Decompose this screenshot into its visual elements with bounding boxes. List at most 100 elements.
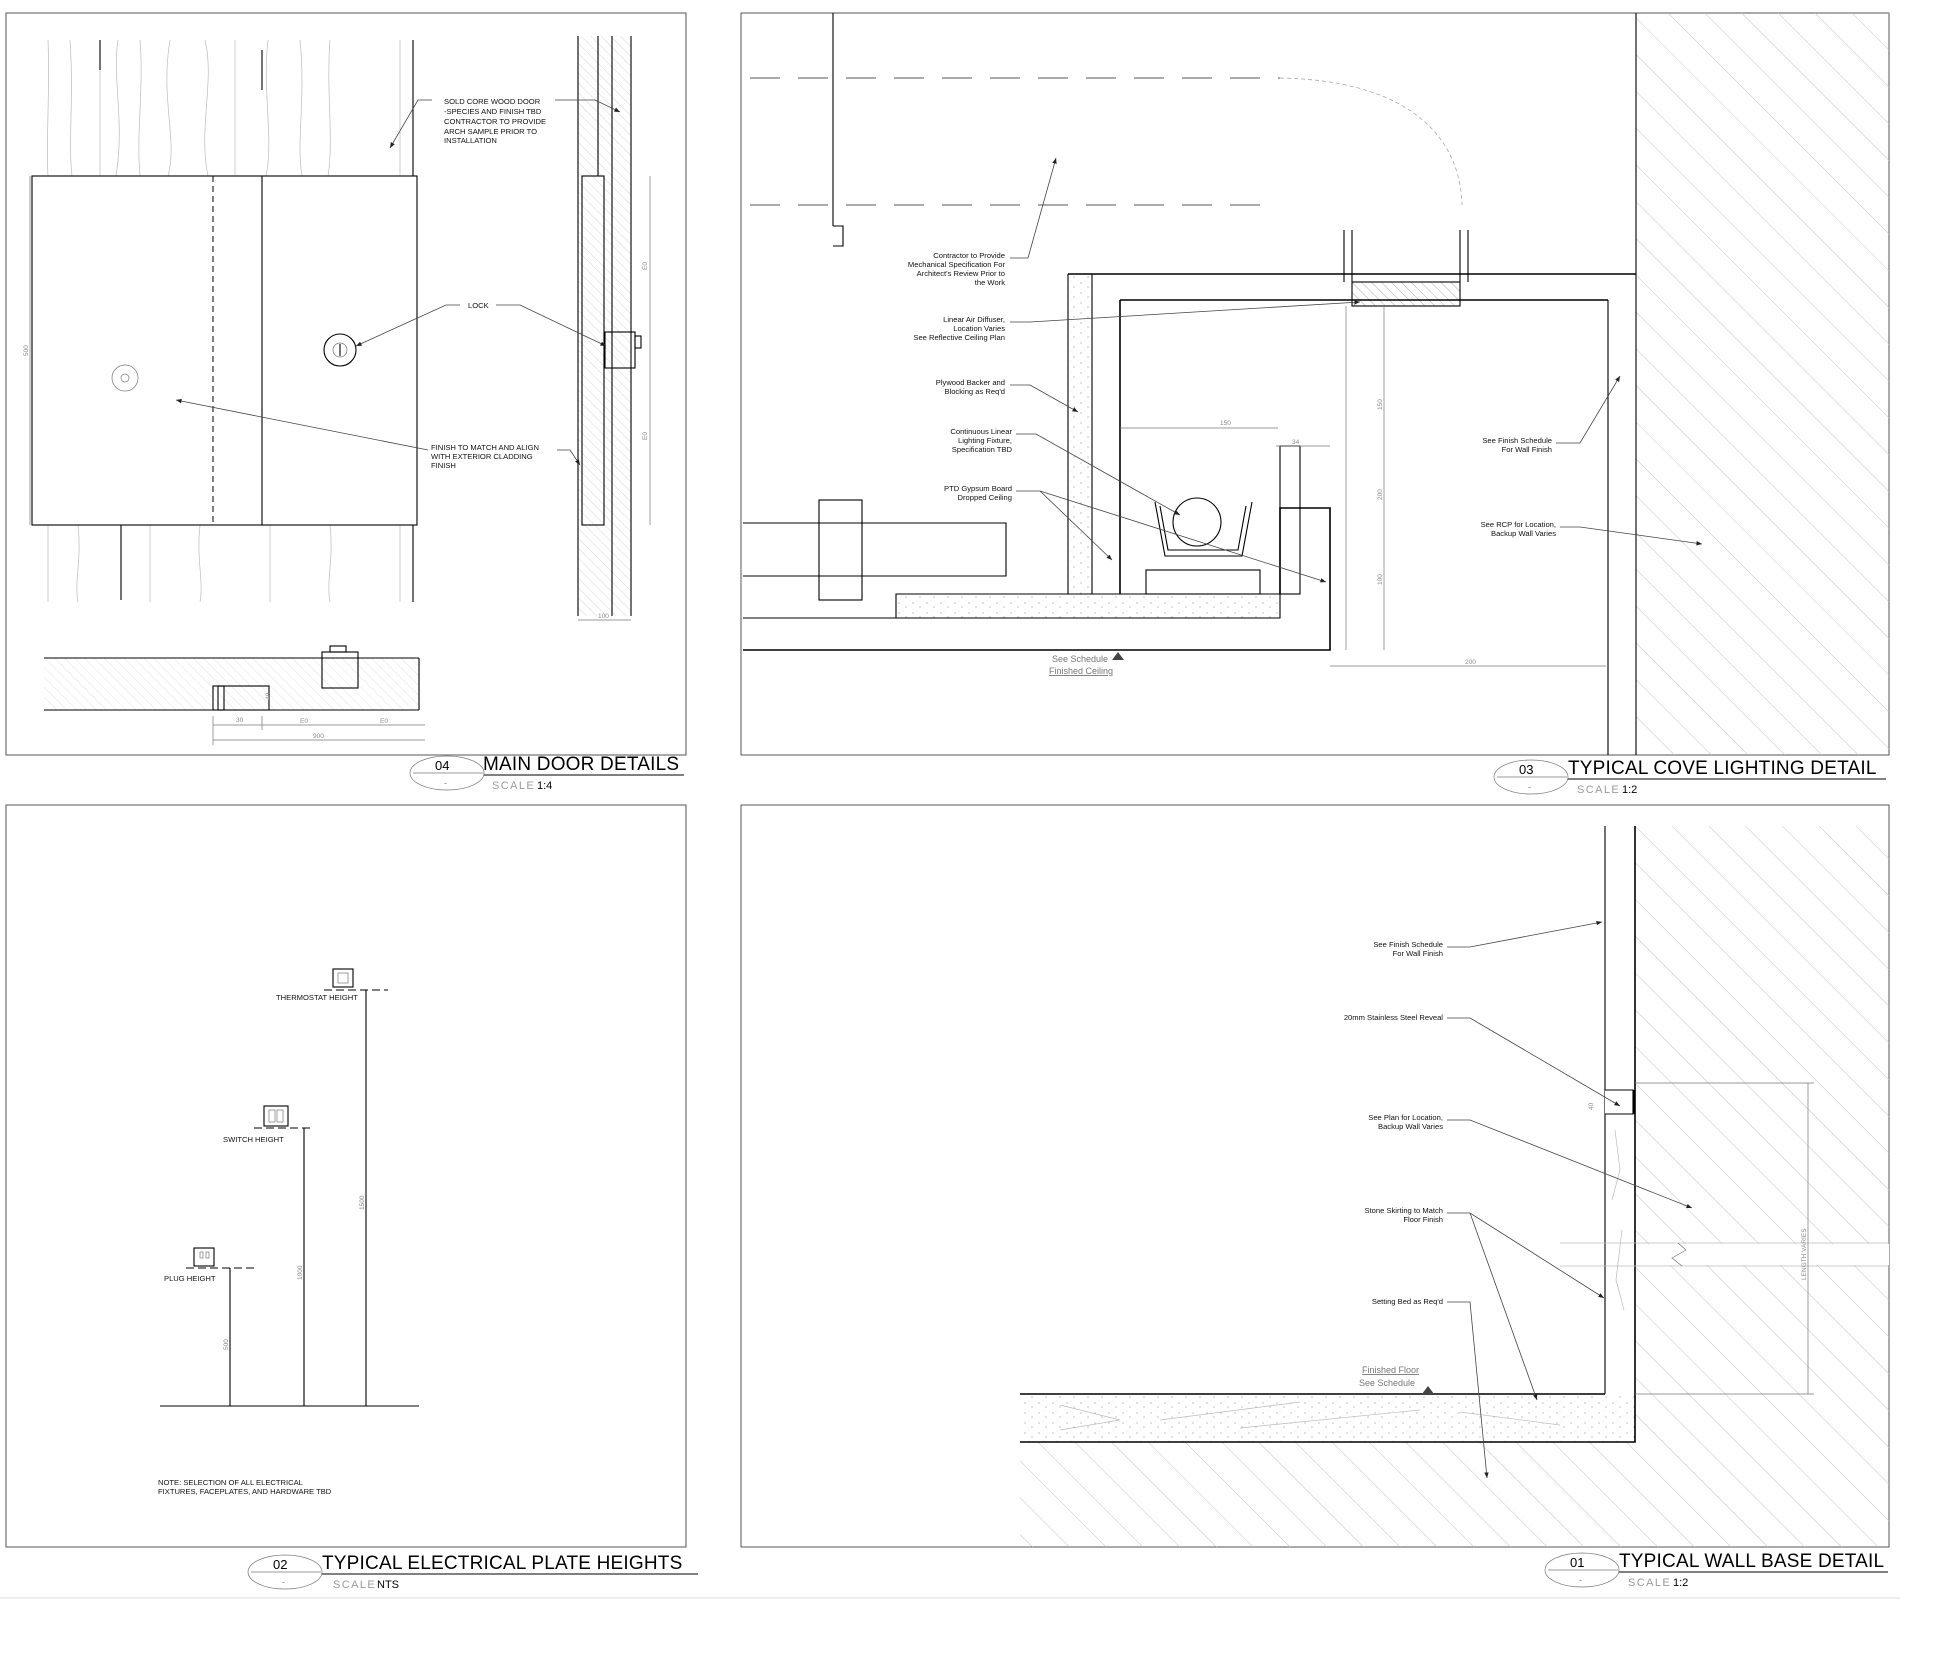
svg-text:E0: E0 xyxy=(380,718,388,725)
svg-text:Backup Wall Varies: Backup Wall Varies xyxy=(1378,1122,1443,1131)
svg-text:40: 40 xyxy=(265,692,272,700)
svg-text:04: 04 xyxy=(435,758,449,773)
svg-text:NTS: NTS xyxy=(377,1579,399,1591)
svg-text:Finished Ceiling: Finished Ceiling xyxy=(1049,666,1113,676)
door-section: E0 E0 100 xyxy=(577,36,651,621)
svg-text:NOTE: SELECTION OF ALL ELECTRI: NOTE: SELECTION OF ALL ELECTRICAL xyxy=(158,1478,303,1487)
svg-text:Mechanical Specification For: Mechanical Specification For xyxy=(908,260,1006,269)
svg-text:-: - xyxy=(444,778,447,788)
note-electrical-selection: NOTE: SELECTION OF ALL ELECTRICAL FIXTUR… xyxy=(158,1478,332,1496)
svg-text:SCALE: SCALE xyxy=(1628,1577,1671,1589)
note-plan-location: See Plan for Location, Backup Wall Varie… xyxy=(1368,1113,1443,1131)
svg-text:Plywood Backer and: Plywood Backer and xyxy=(936,378,1005,387)
note-solid-core-door: SOLD CORE WOOD DOOR -SPECIES AND FINISH … xyxy=(444,97,546,145)
door-elevation xyxy=(31,175,418,526)
detail-03-cove-lighting: 150 34 150 200 100 200 Contractor to Pro… xyxy=(740,12,1890,796)
note-gypsum-board: PTD Gypsum Board Dropped Ceiling xyxy=(944,484,1012,502)
detail-title-02: TYPICAL ELECTRICAL PLATE HEIGHTS xyxy=(322,1553,682,1574)
svg-text:Blocking as Req'd: Blocking as Req'd xyxy=(944,387,1005,396)
svg-text:Floor Finish: Floor Finish xyxy=(1403,1215,1443,1224)
svg-text:1500: 1500 xyxy=(359,1195,366,1210)
title-block-03: 03 - TYPICAL COVE LIGHTING DETAIL SCALE … xyxy=(1493,758,1886,796)
svg-text:02: 02 xyxy=(273,1557,287,1572)
note-wall-finish-01: See Finish Schedule For Wall Finish xyxy=(1373,940,1443,958)
note-finished-ceiling: See Schedule Finished Ceiling xyxy=(1049,654,1113,676)
svg-text:SCALE: SCALE xyxy=(333,1579,376,1591)
detail-title-03: TYPICAL COVE LIGHTING DETAIL xyxy=(1568,758,1877,779)
note-lock: LOCK xyxy=(468,301,489,310)
note-plywood-backer: Plywood Backer and Blocking as Req'd xyxy=(936,378,1005,396)
detail-02-frame xyxy=(5,804,687,1548)
svg-text:See Plan for Location,: See Plan for Location, xyxy=(1368,1113,1443,1122)
note-finish-match: FINISH TO MATCH AND ALIGN WITH EXTERIOR … xyxy=(431,443,539,470)
svg-text:Finished Floor: Finished Floor xyxy=(1362,1365,1419,1375)
svg-text:E0: E0 xyxy=(300,718,308,725)
svg-text:1:2: 1:2 xyxy=(1673,1577,1688,1589)
svg-text:150: 150 xyxy=(1377,399,1384,410)
svg-text:1:2: 1:2 xyxy=(1622,784,1637,796)
svg-text:Location Varies: Location Varies xyxy=(953,324,1005,333)
detail-04-frame xyxy=(5,12,687,756)
detail-title-04: MAIN DOOR DETAILS xyxy=(483,754,679,775)
svg-text:WITH EXTERIOR CLADDING: WITH EXTERIOR CLADDING xyxy=(431,452,533,461)
svg-text:Specification TBD: Specification TBD xyxy=(952,445,1013,454)
svg-text:1:4: 1:4 xyxy=(537,780,552,792)
detail-04-main-door: 500 E0 E0 100 xyxy=(5,12,687,792)
label-plug: PLUG HEIGHT xyxy=(164,1274,216,1283)
svg-text:34: 34 xyxy=(1292,439,1300,446)
note-linear-air-diffuser: Linear Air Diffuser, Location Varies See… xyxy=(913,315,1005,342)
title-block-01: 01 - TYPICAL WALL BASE DETAIL SCALE 1:2 xyxy=(1544,1551,1888,1589)
svg-text:E0: E0 xyxy=(642,262,649,270)
title-block-02: 02 - TYPICAL ELECTRICAL PLATE HEIGHTS SC… xyxy=(247,1553,698,1591)
svg-text:200: 200 xyxy=(1465,659,1476,666)
svg-text:Contractor to Provide: Contractor to Provide xyxy=(933,251,1005,260)
note-rcp-location: See RCP for Location, Backup Wall Varies xyxy=(1481,520,1557,538)
note-contractor-mechanical: Contractor to Provide Mechanical Specifi… xyxy=(908,251,1006,287)
svg-text:INSTALLATION: INSTALLATION xyxy=(444,136,497,145)
svg-text:900: 900 xyxy=(313,733,324,740)
svg-text:30: 30 xyxy=(236,717,244,724)
light-switch-icon xyxy=(263,1105,289,1127)
svg-text:FINISH TO MATCH AND ALIGN: FINISH TO MATCH AND ALIGN xyxy=(431,443,539,452)
svg-text:CONTRACTOR TO PROVIDE: CONTRACTOR TO PROVIDE xyxy=(444,117,546,126)
svg-text:Backup Wall Varies: Backup Wall Varies xyxy=(1491,529,1556,538)
svg-text:01: 01 xyxy=(1570,1555,1584,1570)
svg-text:100: 100 xyxy=(598,613,609,620)
svg-text:the Work: the Work xyxy=(975,278,1005,287)
lock-icon xyxy=(323,333,357,367)
svg-text:Dropped Ceiling: Dropped Ceiling xyxy=(958,493,1012,502)
svg-text:E0: E0 xyxy=(642,432,649,440)
title-block-04: 04 - MAIN DOOR DETAILS SCALE 1:4 xyxy=(409,754,684,792)
label-thermostat: THERMOSTAT HEIGHT xyxy=(276,993,358,1002)
svg-text:For Wall Finish: For Wall Finish xyxy=(1502,445,1552,454)
power-outlet-icon xyxy=(193,1247,215,1267)
svg-text:03: 03 xyxy=(1519,762,1533,777)
svg-text:100: 100 xyxy=(1377,574,1384,585)
svg-text:ARCH SAMPLE PRIOR TO: ARCH SAMPLE PRIOR TO xyxy=(444,127,537,136)
note-stainless-reveal: 20mm Stainless Steel Reveal xyxy=(1344,1013,1443,1022)
svg-text:Lighting Fixture,: Lighting Fixture, xyxy=(958,436,1012,445)
svg-text:LENGTH VARIES: LENGTH VARIES xyxy=(1801,1228,1808,1280)
svg-text:-SPECIES AND FINISH TBD: -SPECIES AND FINISH TBD xyxy=(444,107,542,116)
svg-text:See Schedule: See Schedule xyxy=(1359,1378,1415,1388)
svg-text:40: 40 xyxy=(1588,1102,1595,1110)
note-linear-lighting: Continuous Linear Lighting Fixture, Spec… xyxy=(950,427,1012,454)
svg-text:SCALE: SCALE xyxy=(1577,784,1620,796)
svg-text:-: - xyxy=(1579,1575,1582,1585)
detail-title-01: TYPICAL WALL BASE DETAIL xyxy=(1619,1551,1884,1572)
note-wall-finish-03: See Finish Schedule For Wall Finish xyxy=(1482,436,1552,454)
svg-text:PTD Gypsum Board: PTD Gypsum Board xyxy=(944,484,1012,493)
note-stone-skirting: Stone Skirting to Match Floor Finish xyxy=(1364,1206,1443,1224)
detail-01-wall-base: LENGTH VARIES 40 See Finish Schedule For… xyxy=(740,804,1890,1589)
svg-text:500: 500 xyxy=(223,1339,230,1350)
svg-text:FINISH: FINISH xyxy=(431,461,456,470)
svg-text:See Finish Schedule: See Finish Schedule xyxy=(1373,940,1443,949)
note-finished-floor: Finished Floor See Schedule xyxy=(1359,1365,1419,1388)
svg-text:-: - xyxy=(282,1577,285,1587)
svg-text:See Reflective Ceiling Plan: See Reflective Ceiling Plan xyxy=(913,333,1005,342)
wood-grain xyxy=(47,39,414,603)
light-fixture-icon xyxy=(1154,497,1253,557)
svg-text:Linear Air Diffuser,: Linear Air Diffuser, xyxy=(943,315,1005,324)
svg-text:See Schedule: See Schedule xyxy=(1052,654,1108,664)
